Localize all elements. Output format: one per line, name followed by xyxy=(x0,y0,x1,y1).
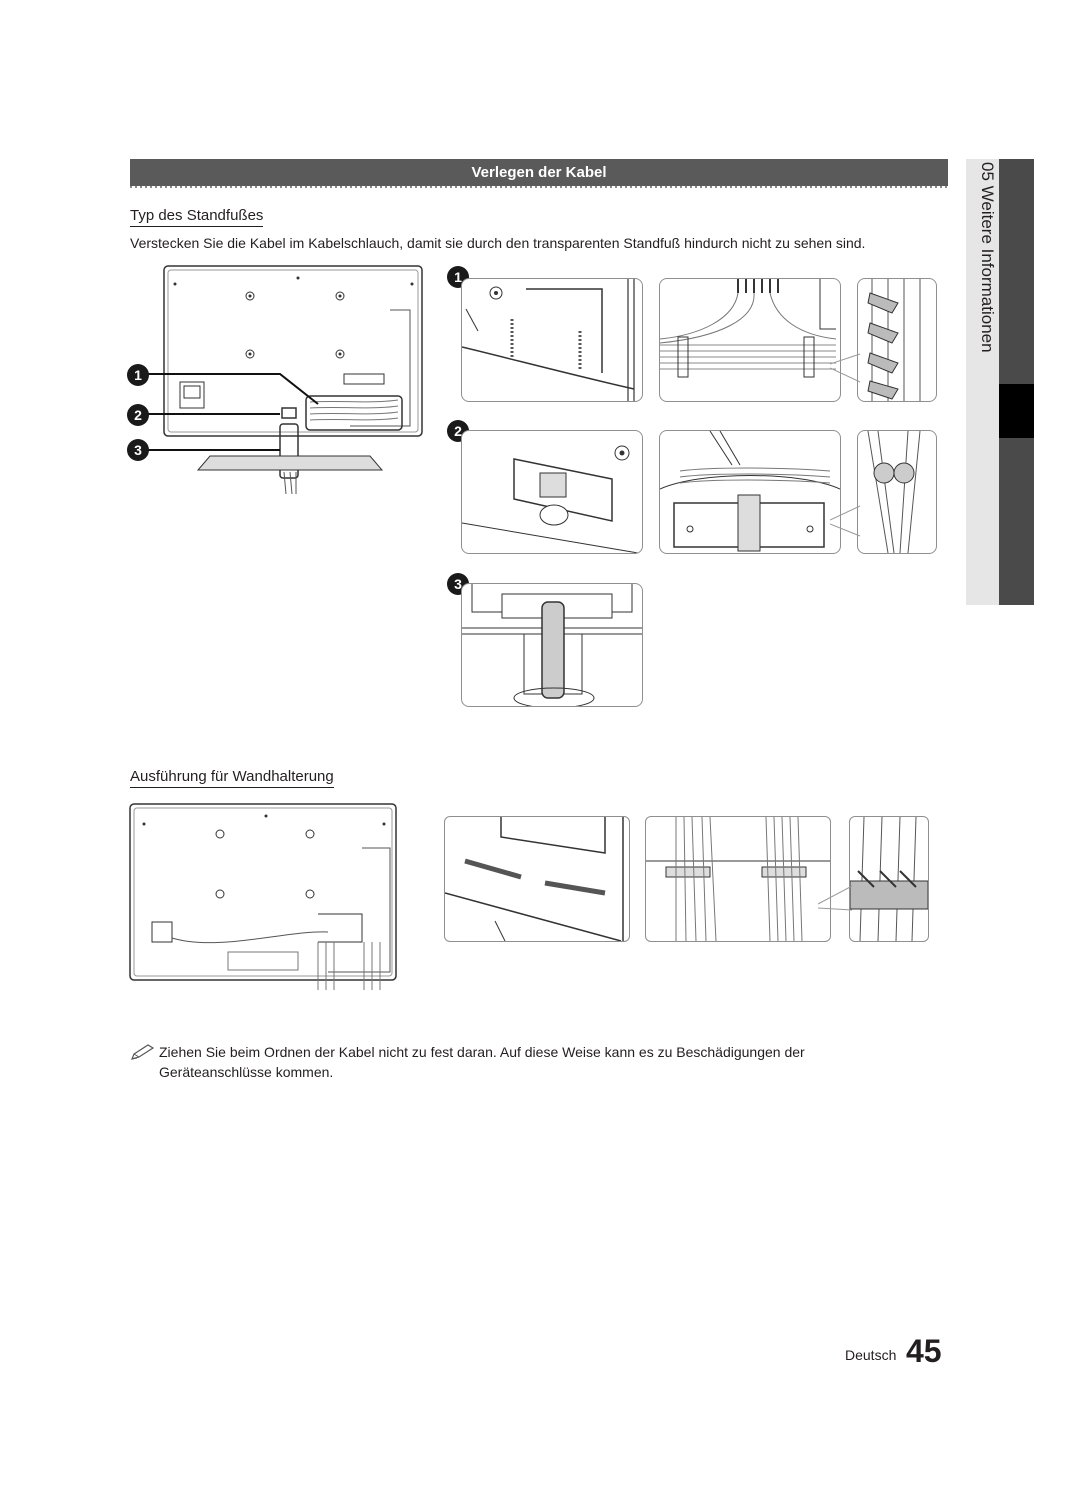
tv-back-corner-illustration xyxy=(462,279,635,401)
tube-closeup-illustration xyxy=(867,431,921,553)
wall-panel-c xyxy=(849,816,929,942)
chapter-tab-strip xyxy=(999,159,1034,605)
chapter-tab-background xyxy=(966,159,999,605)
cables-into-tube-illustration xyxy=(660,431,840,552)
section-title: Verlegen der Kabel xyxy=(130,159,948,186)
note-line-1: Ziehen Sie beim Ordnen der Kabel nicht z… xyxy=(159,1044,805,1060)
step1-panel-a xyxy=(461,278,643,402)
cables-bundled-illustration xyxy=(660,279,837,378)
header-divider xyxy=(130,186,948,188)
step3-panel xyxy=(461,583,643,707)
callout-3-overview: 3 xyxy=(127,439,149,461)
wallmount-cables-illustration xyxy=(646,817,830,941)
step2-panel-a xyxy=(461,430,643,554)
wall-panel-a xyxy=(444,816,630,942)
stand-type-heading: Typ des Standfußes xyxy=(130,207,264,227)
leader-line-wall xyxy=(818,885,853,911)
step1-panel-c xyxy=(857,278,937,402)
cable-clip-closeup-illustration xyxy=(867,279,921,401)
page-number: 45 xyxy=(906,1333,942,1369)
chapter-tab-label: 05 Weitere Informationen xyxy=(978,162,997,353)
step1-panel-b xyxy=(659,278,841,402)
stand-type-description: Verstecken Sie die Kabel im Kabelschlauc… xyxy=(130,235,866,251)
leader-line-step1 xyxy=(830,353,861,383)
callout-2-overview: 2 xyxy=(127,404,149,426)
pencil-note-icon xyxy=(130,1044,155,1060)
step2-panel-b xyxy=(659,430,841,554)
chapter-tab-marker xyxy=(999,384,1034,438)
step2-panel-c xyxy=(857,430,937,554)
stand-bracket-illustration xyxy=(462,445,639,553)
footer-language: Deutsch xyxy=(845,1347,897,1363)
tv-back-wallmount-illustration xyxy=(129,803,397,990)
tv-back-stand-illustration xyxy=(140,265,423,495)
tube-installed-illustration xyxy=(462,584,642,706)
wallmount-clip-closeup-illustration xyxy=(850,817,928,941)
wallmount-corner-illustration xyxy=(445,817,624,941)
leader-line-step2 xyxy=(830,505,861,537)
wall-mount-heading: Ausführung für Wandhalterung xyxy=(130,768,334,788)
wall-panel-b xyxy=(645,816,831,942)
callout-1-overview: 1 xyxy=(127,364,149,386)
note-line-2: Geräteanschlüsse kommen. xyxy=(159,1064,334,1080)
